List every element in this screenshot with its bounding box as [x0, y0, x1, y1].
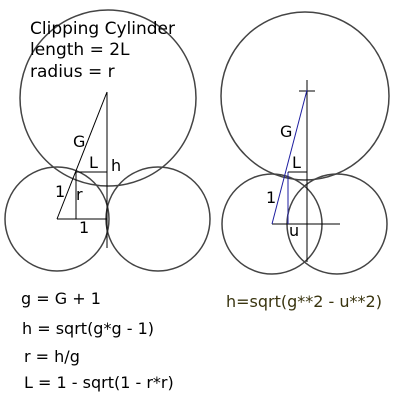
left-construction-lines — [56, 91, 108, 248]
right-large-circle — [220, 11, 390, 181]
right-hypotenuse — [271, 89, 308, 225]
left-small-circle-right — [105, 166, 211, 272]
equation-r: r = h/g — [24, 347, 80, 366]
equation-L: L = 1 - sqrt(1 - r*r) — [24, 373, 174, 392]
left-label-h: h — [111, 156, 121, 175]
left-label-L: L — [89, 153, 98, 172]
left-large-circle — [19, 9, 197, 187]
right-label-L: L — [292, 153, 301, 172]
left-hypotenuse — [56, 91, 108, 220]
left-small-circle-left — [4, 166, 110, 272]
right-label-u: u — [289, 221, 299, 240]
left-title: Clipping Cylinder — [30, 19, 175, 39]
right-construction-lines — [271, 80, 340, 262]
left-radius-label: radius = r — [30, 62, 115, 82]
right-label-G: G — [280, 122, 292, 141]
right-figure — [220, 11, 390, 275]
equation-g: g = G + 1 — [21, 289, 101, 308]
left-figure — [4, 9, 211, 272]
equation-h: h = sqrt(g*g - 1) — [22, 319, 154, 338]
right-label-one: 1 — [266, 188, 276, 207]
left-label-one-hypotenuse: 1 — [55, 182, 65, 201]
left-label-one-base: 1 — [79, 218, 89, 237]
right-formula: h=sqrt(g**2 - u**2) — [226, 292, 382, 311]
left-label-r: r — [76, 185, 83, 204]
left-label-G: G — [73, 132, 85, 151]
left-length-label: length = 2L — [30, 40, 130, 60]
